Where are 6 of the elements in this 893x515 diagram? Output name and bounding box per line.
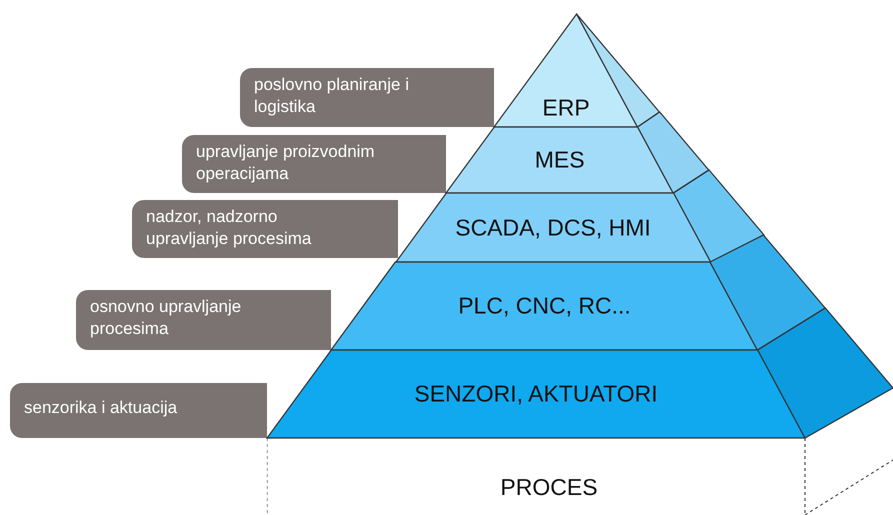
label-box: osnovno upravljanje procesima xyxy=(76,290,331,350)
label-box: upravljanje proizvodnim operacijama xyxy=(182,135,446,193)
label-box: nadzor, nadzorno upravljanje procesima xyxy=(132,200,398,258)
process-block: PROCES xyxy=(267,438,893,515)
label-box: poslovno planiranje i logistika xyxy=(240,68,494,127)
label-box: senzorika i aktuacija xyxy=(10,383,267,438)
